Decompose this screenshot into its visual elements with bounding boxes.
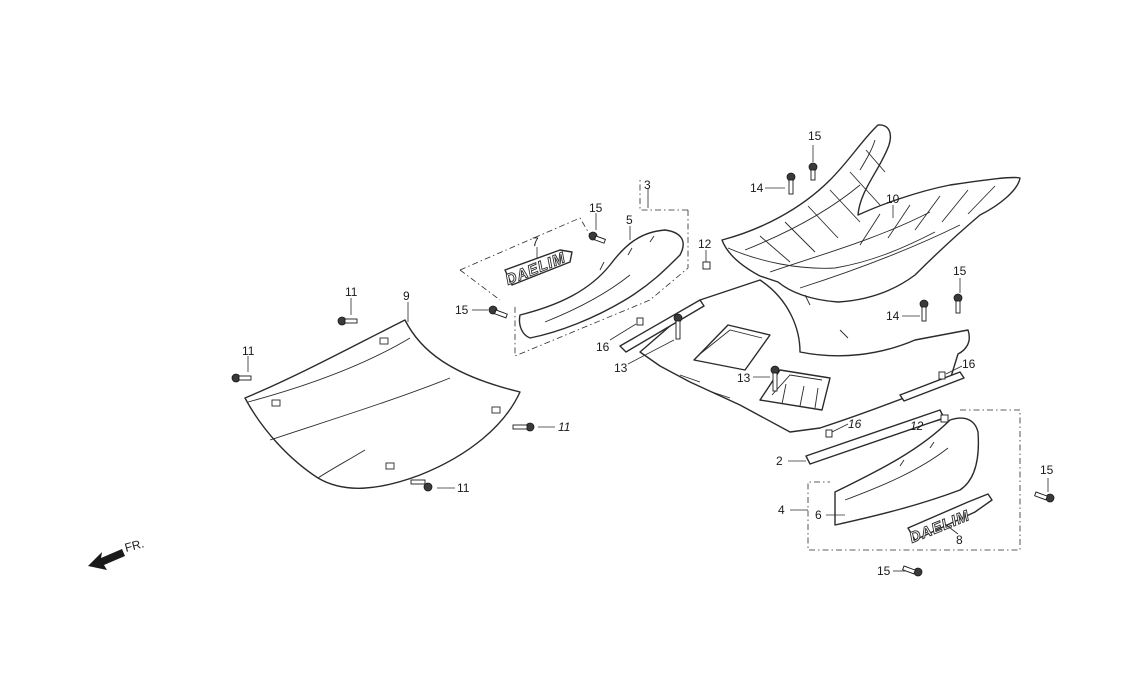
bolt-15-seat-right [953, 293, 963, 314]
callout-15-left-b: 15 [455, 303, 469, 317]
callout-6: 6 [815, 508, 822, 522]
bolt-13-left [673, 313, 683, 340]
clip-12-upper [702, 261, 711, 270]
callout-12-upper: 12 [698, 237, 712, 251]
seat-part [721, 124, 1021, 303]
left-floor-side-cover [514, 180, 689, 357]
clip-16-lower [825, 429, 833, 438]
callout-8: 8 [956, 533, 963, 547]
floor-panel-part [639, 279, 970, 433]
callout-11-a: 11 [345, 285, 358, 299]
callout-11-c: 11 [558, 420, 570, 434]
callout-10: 10 [886, 192, 900, 206]
bolt-15-bottom [902, 565, 923, 577]
callout-7: 7 [532, 235, 539, 249]
callout-14-upper: 14 [750, 181, 764, 195]
callout-15-left-a: 15 [589, 201, 603, 215]
left-emblem-part: DAELIM [459, 217, 591, 301]
bolt-15-seat-top [808, 162, 818, 181]
callout-14-lower: 14 [886, 309, 900, 323]
callout-4: 4 [778, 503, 785, 517]
left-brand-logo: DAELIM [503, 249, 568, 289]
clip-12-lower [940, 414, 949, 423]
bolt-11-d [410, 479, 433, 492]
callout-11-b: 11 [242, 344, 255, 358]
leader-lines [247, 145, 1049, 572]
front-direction-label: FR. [123, 536, 145, 555]
front-direction-indicator: FR. [88, 536, 145, 570]
callout-5: 5 [626, 213, 633, 227]
callout-16-lower: 16 [848, 417, 862, 431]
clip-16-left [636, 317, 644, 326]
clip-16-right [938, 371, 946, 380]
callout-12-lower: 12 [910, 419, 924, 433]
bolt-14-upper [786, 172, 796, 195]
callout-16-right: 16 [962, 357, 976, 371]
front-arrow-icon [88, 549, 125, 570]
callout-15-seat-top: 15 [808, 129, 822, 143]
side-rail-part [619, 299, 965, 465]
bolt-11-c [512, 422, 535, 432]
callout-3: 3 [644, 178, 651, 192]
bolt-14-lower [919, 299, 929, 322]
callout-2: 2 [776, 454, 783, 468]
bolt-13-center [770, 365, 780, 392]
bolt-15-left-cover-a [588, 231, 606, 244]
bolt-11-a [337, 316, 358, 326]
callout-9: 9 [403, 289, 410, 303]
callout-15-right: 15 [1040, 463, 1054, 477]
bolt-15-left-cover-b [488, 305, 508, 319]
callout-16-left: 16 [596, 340, 610, 354]
right-floor-side-cover [807, 409, 1021, 551]
bolt-11-b [231, 373, 252, 383]
callout-labels: 15 14 10 3 5 15 7 15 11 11 9 12 16 13 13… [242, 129, 1054, 578]
callout-13-center: 13 [737, 371, 751, 385]
front-floor-cover-part [244, 319, 521, 489]
callout-15-seat-right: 15 [953, 264, 967, 278]
callout-15-bottom: 15 [877, 564, 891, 578]
callout-11-d: 11 [457, 481, 470, 495]
callout-13-left: 13 [614, 361, 628, 375]
fasteners [231, 162, 1055, 577]
bolt-15-right-cover [1034, 491, 1055, 503]
